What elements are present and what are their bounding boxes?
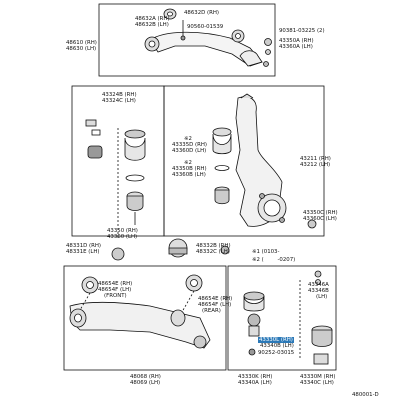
- knuckle-boot-lh-label: 43360D (LH): [172, 148, 207, 154]
- knuckle-ring-rh-label: 43350B (RH): [172, 166, 207, 172]
- upper-joint-lh-label: 43324C (LH): [102, 98, 136, 104]
- lower-stopper-rh-label: 48331D (RH): [66, 243, 102, 249]
- lower-bushing-rear-lh-label: 48654F (LH): [198, 302, 232, 308]
- upper-arm-bolt-label: 90560-01539: [187, 24, 224, 30]
- knuckle-rh-label: 43211 (RH): [300, 156, 331, 162]
- upper-arm-bushing-lh-label: 48632B (LH): [135, 22, 169, 28]
- upper-joint2-rh-label: 43350 (RH): [107, 228, 138, 234]
- lower-rear-label: (REAR): [202, 308, 221, 314]
- lower-joint-rh-label: 43330L (RH): [258, 337, 294, 343]
- upper-arm-cam-label: 48632D (RH): [184, 10, 220, 16]
- upper-joint-rh-label: 43324B (RH): [102, 92, 137, 98]
- lower-dust-rh-label: 43346A: [308, 282, 329, 288]
- lower-note2: ※2 ( -0207): [252, 257, 296, 263]
- lower-stopper-lh-label: 48331E (LH): [66, 249, 100, 255]
- knuckle-ring-lh-label: 43360B (LH): [172, 172, 206, 178]
- upper-arm-frame: [98, 3, 276, 77]
- lower-bump-lh-label: 48332C (LH): [196, 249, 230, 255]
- upper-arm-bush-rh-label: 43350A (RH): [279, 38, 314, 44]
- knuckle-drawing: [212, 93, 317, 229]
- upper-arm-lh-label: 48630 (LH): [66, 46, 97, 52]
- knuckle-mark2: ※2: [184, 160, 192, 166]
- lower-joint-frame: [227, 265, 337, 371]
- upper-arm-drawing: [144, 8, 272, 67]
- lower-nut-label: 90252-03015: [258, 350, 295, 356]
- lower-kit-rh-label: 43330K (RH): [238, 374, 273, 380]
- lower-joint-lh-label: 43340B (LH): [260, 343, 294, 349]
- lower-bump-rh-label: 48332B (RH): [196, 243, 231, 249]
- lower-arm-frame: [63, 265, 227, 371]
- lower-front-label: (FRONT): [104, 293, 127, 299]
- lower-kit-lh-label: 43340A (LH): [238, 380, 272, 386]
- lower-bushing-lh-label: 48654F (LH): [98, 287, 132, 293]
- knuckle-frame: [163, 85, 325, 237]
- upper-arm-rh-label: 48610 (RH): [66, 40, 97, 46]
- upper-arm-shim-label: 90381-03225 (2): [279, 28, 325, 34]
- lower-note1: ※1 (0103-: [252, 249, 280, 255]
- upper-joint2-lh-label: 43360 (LH): [107, 234, 138, 240]
- lower-arm-lh-label: 48069 (LH): [130, 380, 161, 386]
- lower-dust-b-label: 43346B: [308, 288, 329, 294]
- upper-arm-bushing-label: 48632A (RH): [135, 16, 170, 22]
- lower-joint-highlight: 43330L (RH): [258, 337, 294, 343]
- knuckle-lh-label: 43212 (LH): [300, 162, 331, 168]
- upper-joint-drawing: [85, 119, 146, 240]
- knuckle-boot-rh-label: 43335D (RH): [172, 142, 208, 148]
- lower-joint-drawing: [243, 270, 333, 365]
- lower-dust-code-label: (LH): [316, 294, 328, 300]
- knuckle-ring2-lh-label: 43360C (LH): [303, 216, 337, 222]
- knuckle-mark1: ※2: [184, 136, 192, 142]
- lower-arm-rh-label: 48068 (RH): [130, 374, 161, 380]
- lower-arm-drawing: [69, 238, 230, 349]
- lower-kit2-rh-label: 43330M (RH): [300, 374, 336, 380]
- lower-kit2-lh-label: 43340C (LH): [300, 380, 334, 386]
- lower-bushing-rh-label: 48654E (RH): [98, 281, 133, 287]
- page-code-label: 480001-D: [352, 392, 379, 398]
- upper-arm-bush-lh-label: 43360A (LH): [279, 44, 313, 50]
- lower-bushing-rear-rh-label: 48654E (RH): [198, 296, 233, 302]
- knuckle-ring2-rh-label: 43350C (RH): [303, 210, 338, 216]
